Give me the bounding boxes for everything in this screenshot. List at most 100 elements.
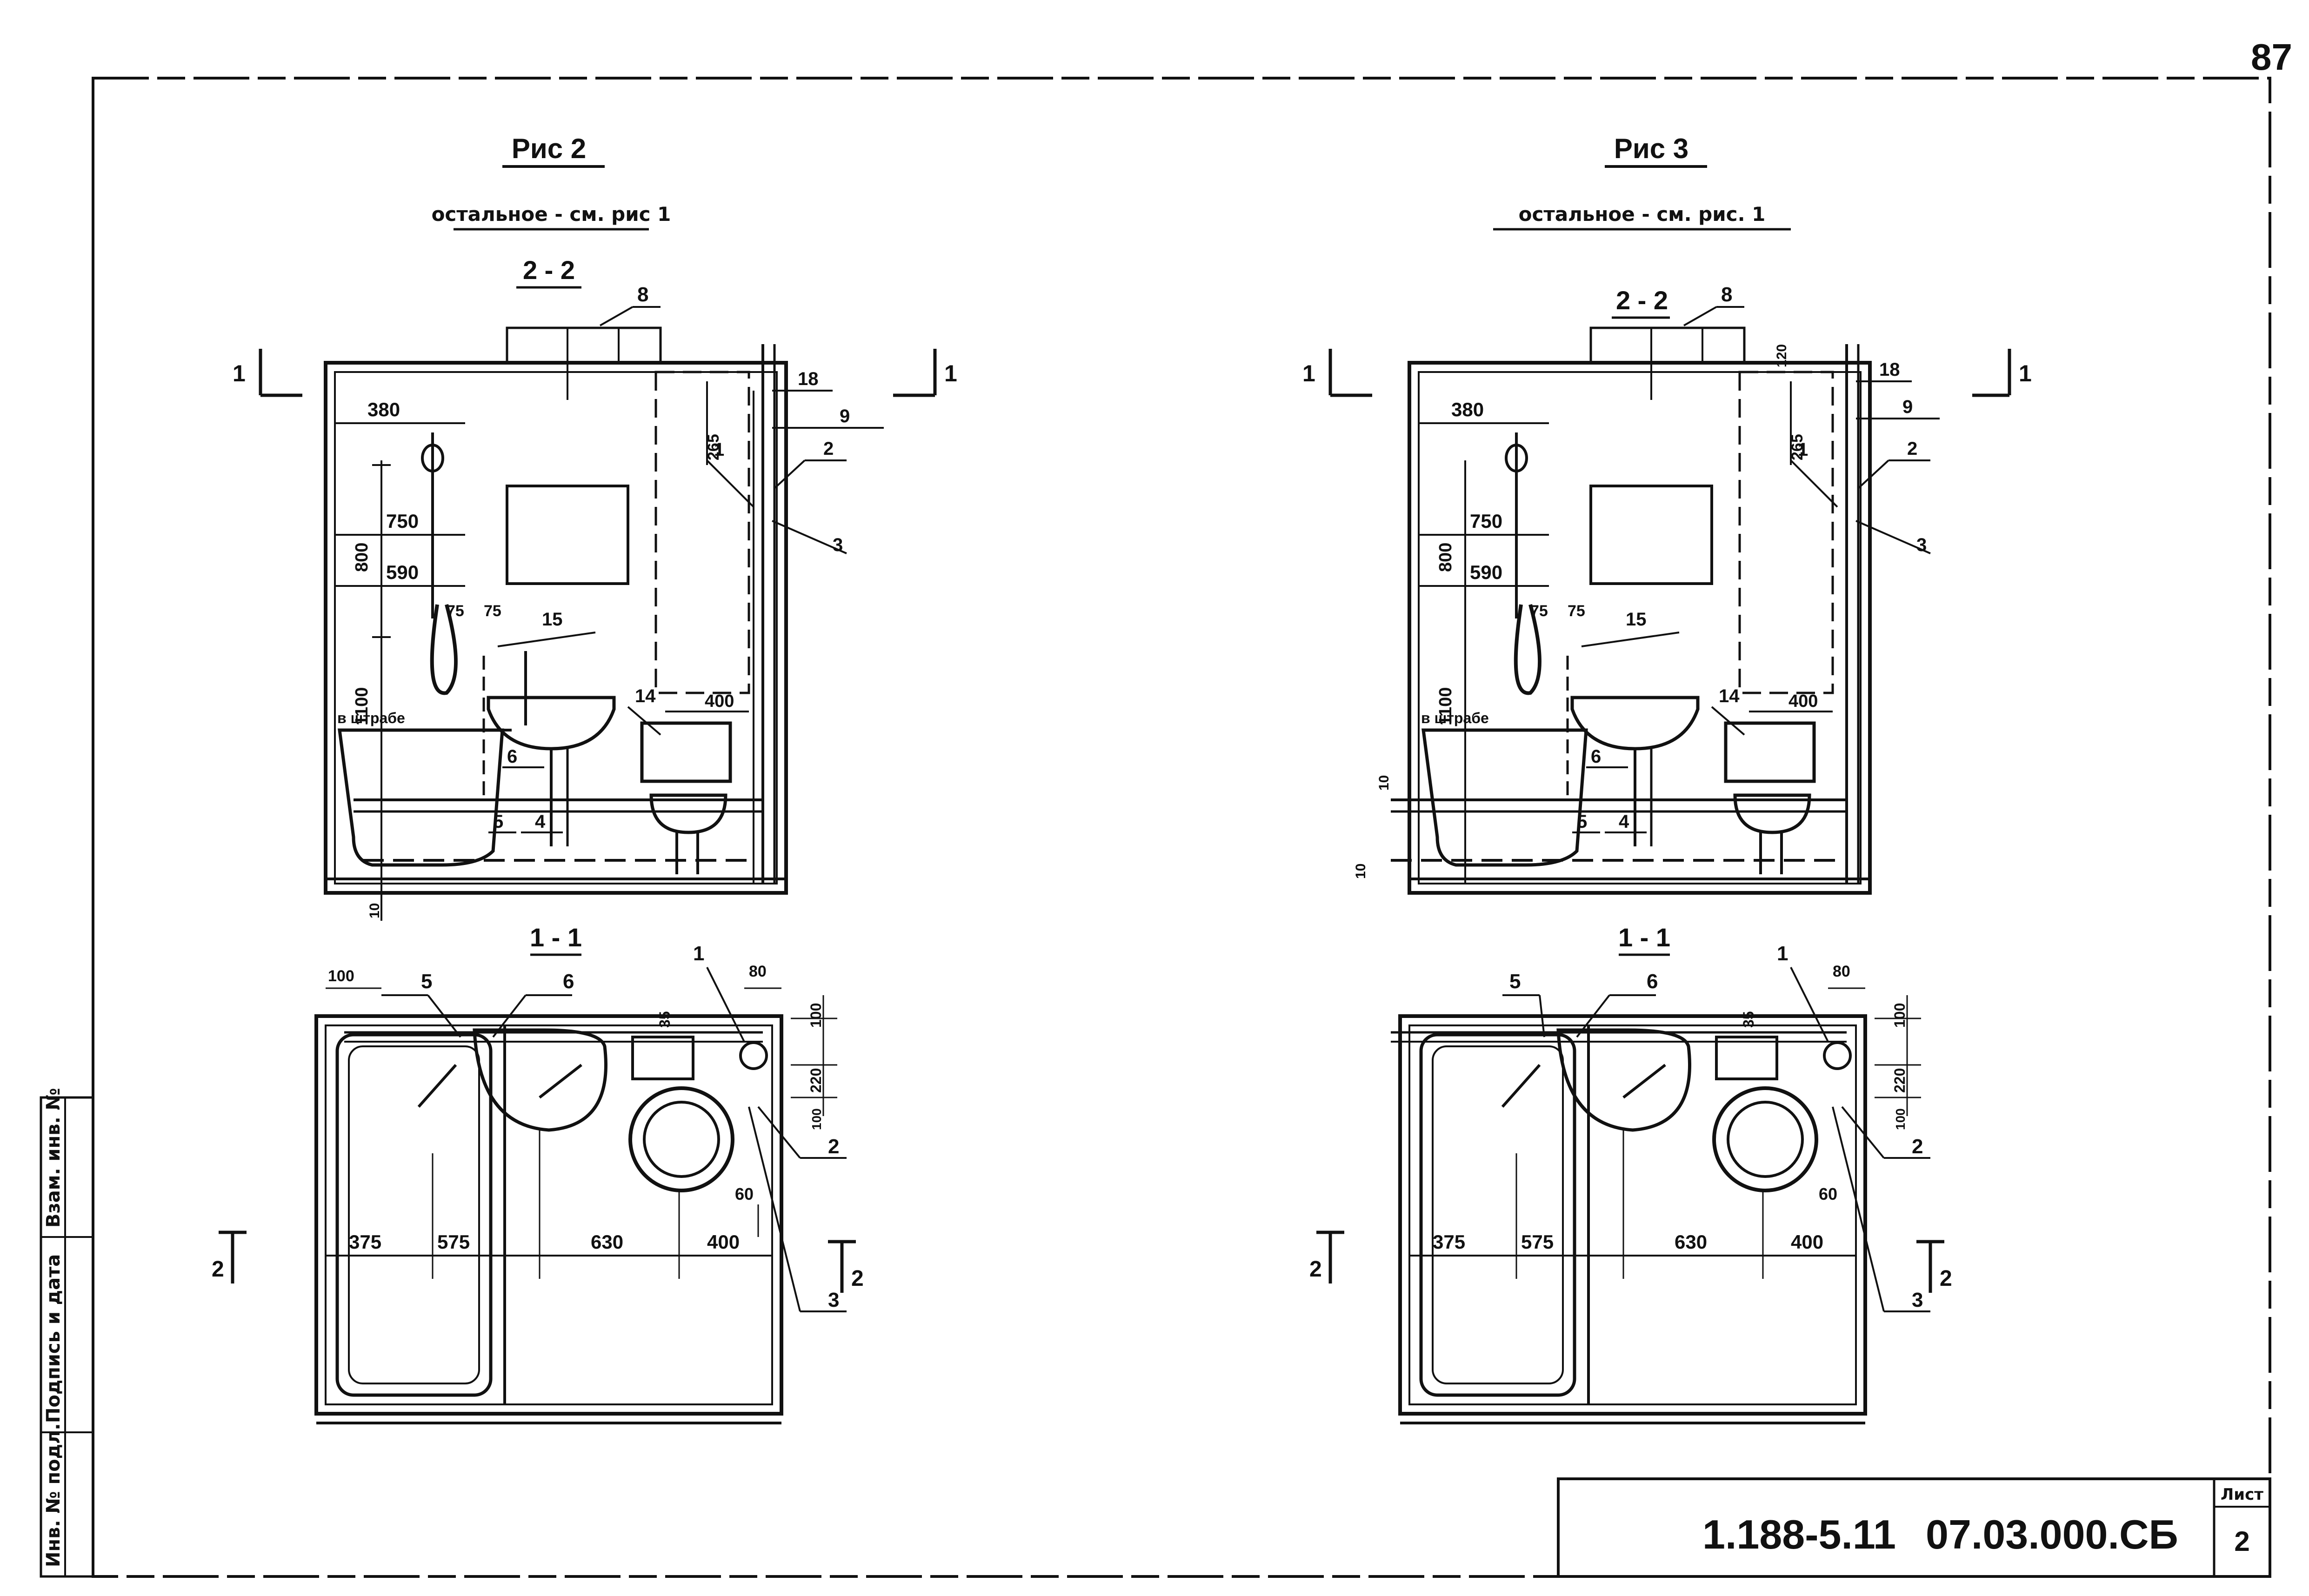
fig3-dim: 750: [1470, 510, 1502, 532]
sheet-frame: [92, 77, 2271, 1578]
fig3-plan-callout: 3: [1912, 1289, 1923, 1311]
figure-2: Рис 2 остальное - см. рис 1 2 - 2 1 1: [212, 133, 957, 1424]
fig2-callout: 2: [823, 439, 834, 459]
figure-3: Рис 3 остальное - см. рис. 1 2 - 2 1 1: [1302, 133, 2032, 1424]
fig3-section-top: 2 - 2: [1616, 286, 1668, 315]
fig3-in-trap: в штрабе: [1421, 710, 1489, 726]
svg-text:1: 1: [2019, 360, 2032, 386]
fig2-callout: 3: [833, 535, 843, 555]
fig2-plan-dim: 375: [349, 1231, 381, 1253]
fig2-cut-marker-right: 1: [893, 349, 957, 397]
fig3-cut-marker-right: 1: [1972, 349, 2032, 397]
fig3-plan-dim: 35: [1740, 1011, 1757, 1028]
fig3-plan-callout: 6: [1647, 970, 1658, 993]
fig2-dim: 1100: [352, 687, 372, 725]
fig3-plan-callout: 5: [1509, 970, 1521, 993]
fig2-plan-dim: 400: [707, 1231, 740, 1253]
fig2-dim: 400: [705, 692, 734, 711]
fig3-callout: 8: [1721, 283, 1732, 306]
fig3-callout: 1: [1798, 439, 1808, 460]
fig2-callout: 9: [840, 406, 850, 426]
fig3-callout: 5: [1577, 811, 1587, 832]
fig3-dim: 1100: [1436, 687, 1455, 725]
fig2-cut-marker-left: 1: [233, 349, 302, 397]
fig3-dim: 120: [1774, 344, 1789, 367]
fig3-dim: 590: [1470, 561, 1502, 583]
fig3-plan-dim: 80: [1833, 963, 1850, 980]
fig2-plan: 100 80 35 100 220 100 60 375 575 630 400…: [212, 942, 864, 1424]
svg-text:1: 1: [233, 360, 246, 386]
page-number: 87: [2251, 36, 2292, 78]
fig3-dim: 10: [1376, 775, 1392, 791]
fig2-plan-dim: 35: [656, 1011, 673, 1028]
fig2-dim: 750: [386, 510, 419, 532]
fig3-plan-dim: 60: [1819, 1184, 1837, 1204]
fig2-callout: 14: [635, 686, 656, 706]
stamp-sheet-number: 2: [2234, 1526, 2249, 1557]
title-block: 1.188-5.11 07.03.000.СБ Лист 2: [1557, 1477, 2271, 1578]
fig3-callout: 15: [1626, 609, 1647, 630]
fig3-plan: 80 35 100 220 100 60 375 575 630 400 5 6…: [1309, 942, 1952, 1424]
fig2-plan-dim: 630: [591, 1231, 623, 1253]
fig2-callout: 6: [507, 746, 517, 767]
fig3-dim: 400: [1788, 692, 1818, 711]
fig2-callout: 8: [637, 283, 648, 306]
stamp-sheet-label: Лист: [2221, 1485, 2263, 1504]
fig2-dim: 10: [367, 903, 382, 918]
fig2-callout: 5: [493, 811, 503, 832]
fig3-dim: 800: [1436, 543, 1455, 572]
fig2-plan-callout: 6: [563, 970, 574, 993]
side-stamp: Инв. № подл. Подпись и дата Взам. инв. №: [40, 1088, 94, 1578]
fig2-plan-callout: 2: [828, 1135, 839, 1158]
fig3-plan-dim: 575: [1521, 1231, 1554, 1253]
fig2-callout: 18: [798, 369, 819, 389]
fig3-callout: 6: [1591, 746, 1601, 767]
fig3-elevation: 380 750 590 800 1100 75 75 400 265 120 1…: [1353, 283, 1940, 895]
fig3-cut2-left: 2: [1309, 1257, 1322, 1282]
fig3-title: Рис 3: [1614, 133, 1688, 164]
fig3-callout: 4: [1619, 811, 1629, 832]
fig2-plan-dim: 100: [328, 967, 354, 985]
svg-text:1: 1: [944, 360, 957, 386]
fig2-elevation: 380 750 590 800 1100 75 75 400 265 10 в …: [324, 283, 884, 921]
fig3-cut-marker-left: 1: [1302, 349, 1372, 397]
fig2-dim: 590: [386, 561, 419, 583]
fig3-plan-callout: 1: [1777, 942, 1788, 965]
fig3-plan-dim: 400: [1791, 1231, 1823, 1253]
fig3-callout: 2: [1907, 439, 1917, 459]
fig2-plan-callout: 3: [828, 1289, 839, 1311]
fig3-plan-dim: 375: [1433, 1231, 1465, 1253]
fig2-plan-dim: 60: [735, 1184, 754, 1204]
fig2-dim: 380: [367, 399, 400, 420]
fig2-plan-callout: 5: [421, 970, 432, 993]
fig2-plan-dim: 100: [809, 1108, 824, 1130]
fig3-dim: 265: [1788, 434, 1806, 460]
side-field-sign: Подпись и дата: [43, 1254, 64, 1423]
fig3-dim: 75: [1530, 602, 1548, 620]
fig2-note: остальное - см. рис 1: [432, 203, 671, 226]
fig2-title: Рис 2: [512, 133, 586, 164]
fig3-note: остальное - см. рис. 1: [1519, 203, 1766, 226]
fig2-dim: 800: [352, 543, 372, 572]
fig2-in-trap: в штрабе: [337, 710, 405, 726]
fig2-plan-dim: 575: [437, 1231, 470, 1253]
side-field-vzam: Взам. инв. №: [43, 1088, 64, 1228]
fig2-callout: 15: [542, 609, 563, 630]
fig2-dim: 265: [705, 434, 722, 460]
fig2-plan-dim: 100: [807, 1003, 824, 1028]
svg-text:1: 1: [1302, 360, 1315, 386]
side-field-inv: Инв. № подл.: [43, 1423, 64, 1567]
fig2-dim: 75: [484, 602, 501, 620]
fig2-dim: 75: [447, 602, 464, 620]
fig2-plan-callout: 1: [693, 942, 704, 965]
fig3-callout: 18: [1879, 359, 1900, 380]
fig3-plan-dim: 100: [1893, 1108, 1908, 1130]
stamp-code-right: 07.03.000.СБ: [1926, 1511, 2178, 1557]
fig2-callout: 1: [714, 439, 724, 460]
fig3-dim: 10: [1353, 864, 1368, 879]
fig3-callout: 9: [1902, 397, 1913, 417]
fig3-cut2-right: 2: [1940, 1266, 1952, 1291]
fig2-callout: 4: [535, 811, 546, 832]
stamp-code-left: 1.188-5.11: [1702, 1511, 1896, 1557]
